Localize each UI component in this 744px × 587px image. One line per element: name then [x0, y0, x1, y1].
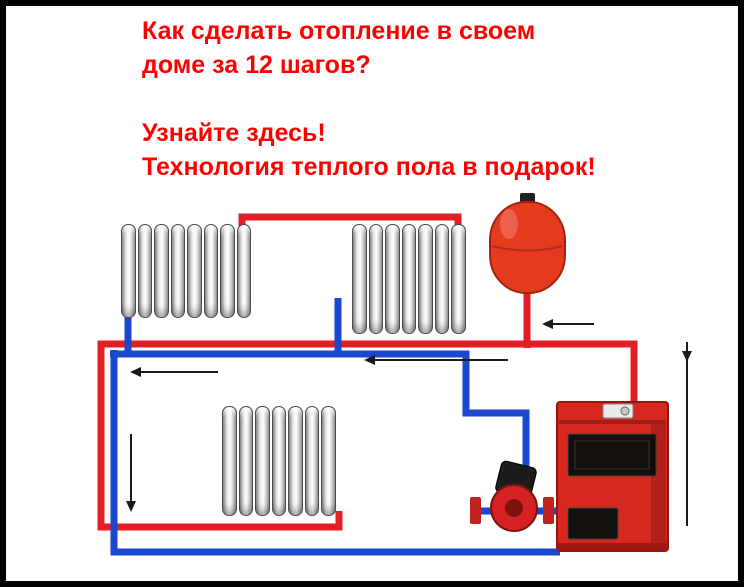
return-pipe-bottom — [110, 350, 560, 556]
flow-arrows — [126, 319, 692, 526]
supply-pipe-main — [97, 340, 638, 531]
radiator-section — [321, 406, 337, 516]
boiler-base — [557, 543, 668, 551]
radiator-section — [352, 224, 367, 334]
radiator-section — [304, 406, 320, 516]
radiator-section — [170, 224, 185, 318]
radiator-section — [121, 224, 136, 318]
pump-hub — [505, 499, 523, 517]
radiator-section — [401, 224, 417, 334]
radiator-top-middle — [352, 224, 467, 334]
radiator-section — [203, 224, 218, 318]
boiler-top-seam — [559, 420, 666, 424]
radiator-section — [137, 224, 152, 318]
expansion-tank-seam — [491, 245, 564, 252]
radiator-section — [255, 406, 270, 516]
flow-arrow-down-left-head — [126, 501, 136, 512]
expansion-tank — [489, 193, 566, 294]
headline-line-3: Узнайте здесь! — [142, 119, 326, 147]
flow-arrow-left-head — [130, 367, 141, 377]
headline-line-4: Технология теплого пола в подарок! — [142, 153, 596, 181]
heating-diagram — [97, 193, 692, 556]
boiler — [556, 401, 669, 552]
radiator-section — [434, 224, 450, 334]
headline: Как сделать отопление в своем доме за 12… — [142, 14, 596, 184]
radiator-section — [271, 406, 287, 516]
boiler-thermostat-dial — [620, 406, 630, 416]
radiator-section — [451, 224, 467, 334]
expansion-tank-highlight — [500, 209, 518, 239]
radiator-section — [288, 406, 303, 516]
expansion-tank-body — [489, 201, 566, 294]
pump-flange-left — [470, 497, 481, 524]
radiator-section — [368, 224, 384, 334]
radiator-section — [154, 224, 169, 318]
radiator-section — [238, 406, 254, 516]
radiator-section — [222, 406, 237, 516]
boiler-lower-door — [567, 507, 619, 540]
radiator-bottom-middle — [222, 406, 337, 516]
radiator-section — [236, 224, 251, 318]
boiler-upper-door — [567, 433, 657, 477]
return-pipe-main — [110, 350, 530, 511]
pump-flange-right — [543, 497, 554, 524]
boiler-upper-door-frame — [574, 440, 650, 470]
radiator-top-left — [121, 224, 251, 318]
headline-line-1: Как сделать отопление в своем — [142, 17, 536, 45]
boiler-side-shadow — [651, 424, 666, 549]
radiator-section — [220, 224, 235, 318]
radiator-section — [385, 224, 400, 334]
radiator-section — [418, 224, 433, 334]
headline-line-2: доме за 12 шагов? — [142, 51, 371, 79]
boiler-side-line-head — [682, 351, 692, 362]
flow-arrow-middle-head — [364, 355, 375, 365]
radiator-section — [187, 224, 202, 318]
circulation-pump — [470, 460, 554, 532]
flow-arrow-right-head — [542, 319, 553, 329]
